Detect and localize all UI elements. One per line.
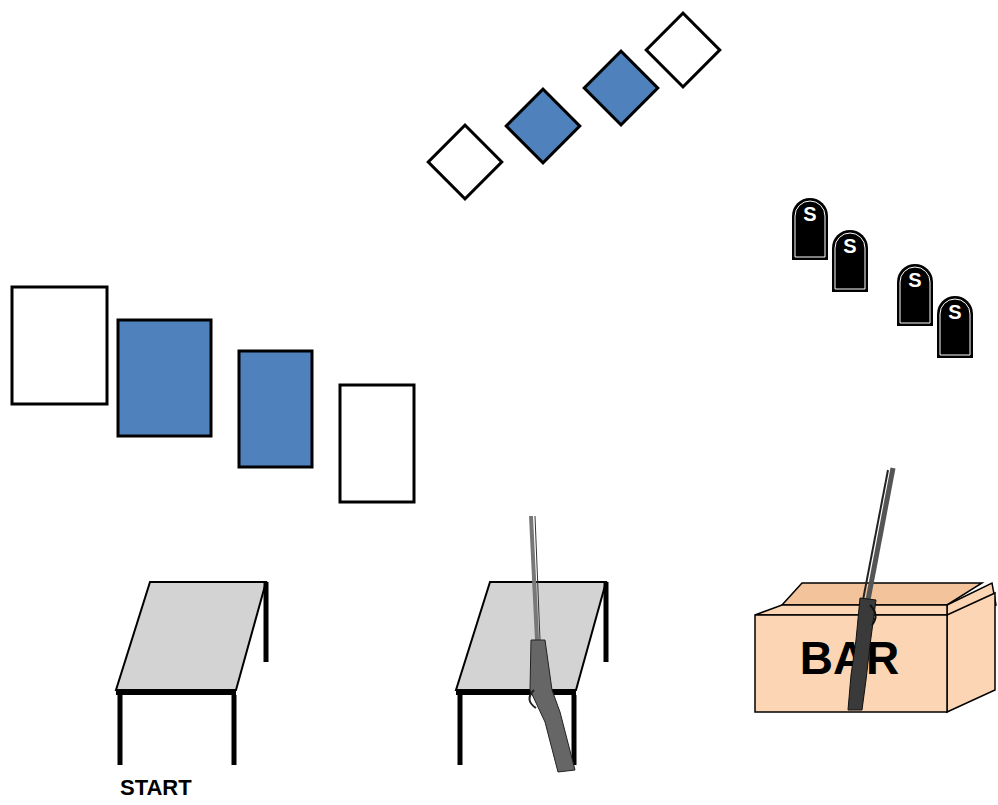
shotgun-barrel — [868, 468, 893, 600]
steel-plate — [832, 230, 868, 292]
table-top — [116, 582, 266, 690]
shotgun-barrel — [531, 516, 537, 640]
paper-targets — [12, 287, 414, 502]
target-letter: S — [832, 236, 868, 256]
no-shoot-diamond — [646, 13, 720, 87]
diamond-targets — [428, 13, 720, 199]
table-edge — [116, 690, 236, 695]
steel-target: S — [937, 296, 973, 358]
no-shoot-target — [12, 287, 107, 404]
target-letter: S — [897, 270, 933, 290]
steel-target: S — [897, 264, 933, 326]
table-leg — [118, 695, 123, 765]
shotgun-in-bar — [848, 468, 893, 710]
bar-box: BAR — [752, 575, 998, 715]
box-side — [947, 593, 995, 712]
table-top — [456, 582, 606, 690]
table-leg — [264, 582, 269, 662]
table-leg — [604, 582, 609, 662]
table-edge — [456, 690, 576, 695]
steel-plate — [937, 296, 973, 358]
target-letter: S — [937, 302, 973, 322]
trigger-guard — [870, 605, 876, 625]
start-table — [116, 582, 266, 765]
steel-plate — [897, 264, 933, 326]
gun-table — [456, 582, 606, 765]
steel-plate — [792, 198, 828, 260]
table-leg — [572, 695, 577, 765]
box-label: BAR — [752, 635, 947, 681]
trigger-guard — [529, 690, 536, 708]
steel-target: S — [792, 198, 828, 260]
diamond-target — [584, 51, 658, 125]
shotgun-barrel — [863, 470, 888, 600]
table-leg — [458, 695, 463, 765]
start-label: START — [120, 775, 192, 801]
box-lid — [755, 605, 947, 615]
paper-target — [118, 320, 211, 436]
box-flap — [782, 583, 982, 605]
shotgun-barrel — [535, 516, 540, 640]
table-leg — [232, 695, 237, 765]
shotgun-stock — [530, 640, 575, 772]
shotgun-stock — [848, 598, 876, 710]
steel-target: S — [832, 230, 868, 292]
shotgun-on-table — [529, 516, 575, 772]
no-shoot-target — [340, 385, 414, 502]
paper-target — [239, 351, 312, 467]
target-letter: S — [792, 204, 828, 224]
no-shoot-diamond — [428, 125, 502, 199]
diamond-target — [506, 89, 580, 163]
